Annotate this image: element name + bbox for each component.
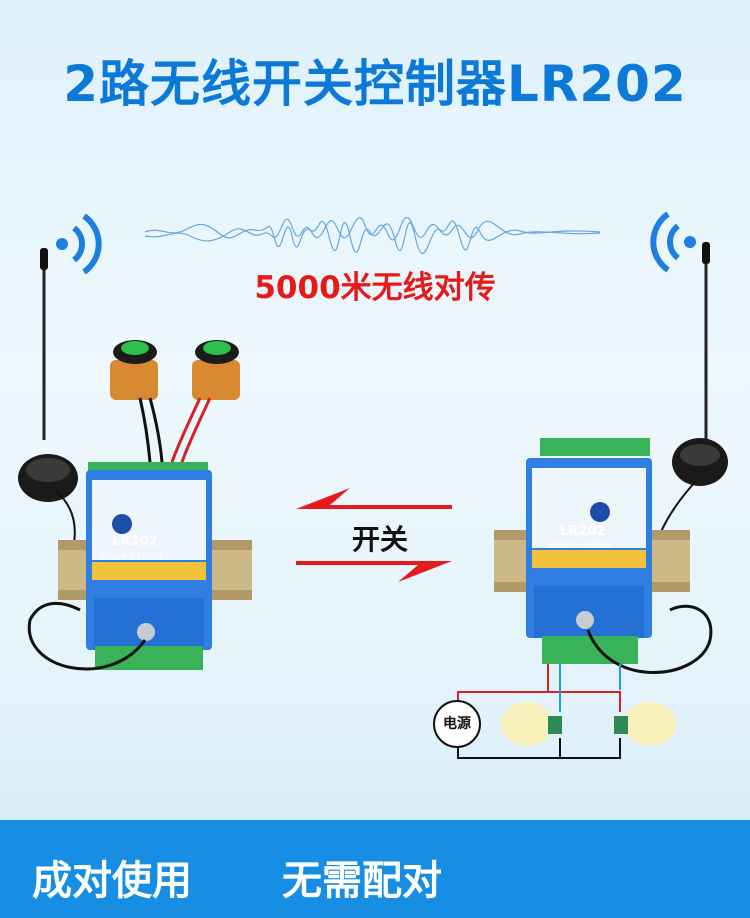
switch-label: 开关	[351, 523, 408, 556]
bulb-icon	[501, 702, 676, 746]
device-left-model: LR202	[112, 534, 158, 549]
device-right-subtitle: 无线对传开关控制器	[548, 541, 611, 549]
antenna-right	[649, 242, 728, 561]
arrow-left-icon	[296, 488, 452, 509]
sound-wave-icon	[144, 216, 601, 255]
device-left	[27, 462, 212, 671]
footer-right-text: 无需配对	[282, 858, 442, 904]
wifi-signal-icon-left	[56, 213, 102, 275]
wifi-signal-icon-right	[650, 211, 696, 273]
device-right-model: LR202	[560, 524, 606, 539]
footer-bar	[0, 820, 750, 918]
push-buttons	[110, 340, 240, 463]
arrow-right-icon	[296, 561, 452, 582]
power-source-icon	[433, 700, 481, 748]
page-title: 2路无线开关控制器LR202	[63, 55, 687, 113]
power-label: 电源	[443, 716, 471, 732]
range-label: 5000米无线对传	[254, 270, 496, 306]
device-right	[526, 438, 713, 674]
wiring-diagram	[457, 664, 621, 759]
device-left-subtitle: 无线对传开关控制器	[100, 553, 163, 561]
footer-left-text: 成对使用	[32, 858, 192, 904]
